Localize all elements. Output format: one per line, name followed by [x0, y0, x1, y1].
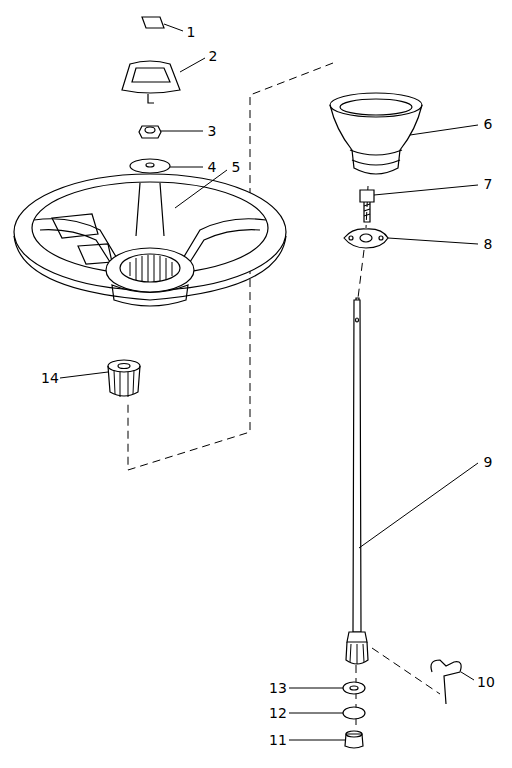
- callout-number: 5: [232, 160, 241, 174]
- callout-number: 6: [484, 117, 493, 131]
- bushing: [330, 93, 422, 174]
- callout-number: 14: [41, 371, 59, 385]
- leader-line: [60, 24, 478, 740]
- spline-adapter: [108, 360, 140, 397]
- nut: [345, 731, 363, 748]
- washer: [343, 682, 365, 694]
- callout-number: 11: [269, 733, 287, 747]
- steering-shaft: [346, 298, 368, 664]
- callout-number: 10: [477, 675, 495, 689]
- callout-number: 2: [209, 49, 218, 63]
- emblem: [142, 17, 164, 28]
- retaining-clip: [431, 660, 461, 704]
- snap-ring: [343, 707, 365, 719]
- callout-number: 9: [484, 455, 493, 469]
- flange-plate: [344, 229, 388, 248]
- assembly-line: [128, 63, 440, 730]
- callout-number: 3: [208, 124, 217, 138]
- nut: [139, 126, 161, 138]
- callout-number: 7: [484, 177, 493, 191]
- callout-number: 12: [269, 706, 287, 720]
- washer: [130, 159, 170, 173]
- bolt: [360, 190, 374, 222]
- callout-number: 13: [269, 681, 287, 695]
- callout-number: 1: [187, 25, 196, 39]
- callout-number: 4: [208, 160, 217, 174]
- callout-number: 8: [484, 237, 493, 251]
- steering-wheel: [14, 174, 286, 306]
- hub-cap: [122, 61, 180, 103]
